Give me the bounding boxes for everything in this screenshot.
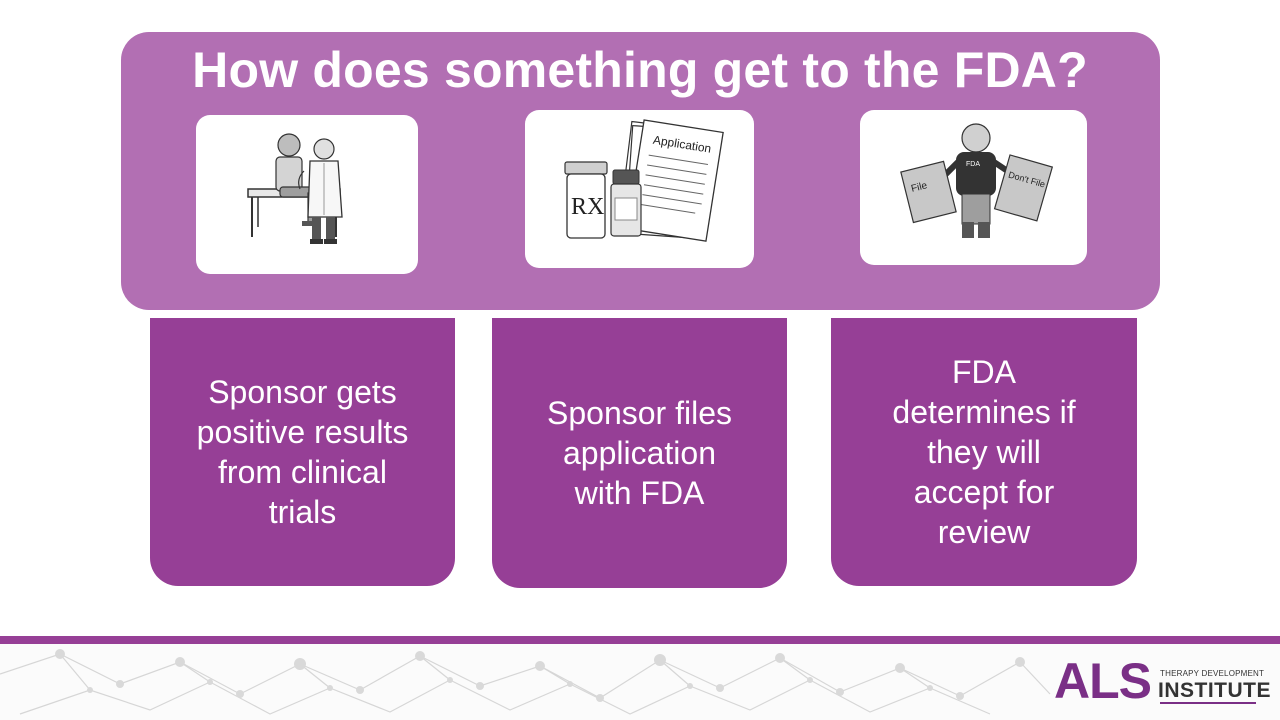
- logo-als-text: ALS: [1054, 653, 1152, 709]
- logo-underline: [1160, 702, 1256, 704]
- shirt-label: FDA: [966, 161, 980, 168]
- step-text-1: Sponsor gets positive results from clini…: [196, 374, 409, 530]
- application-documents-icon: Application RX: [564, 119, 724, 242]
- slide-title: How does something get to the FDA?: [192, 42, 1088, 98]
- clinical-trial-icon: [247, 133, 343, 244]
- step-text-3: FDA determines if they will accept for r…: [892, 354, 1076, 550]
- image-card-application: Application RX: [525, 110, 754, 268]
- file-label: File: [910, 180, 929, 195]
- logo-subtitle: THERAPY DEVELOPMENT: [1160, 669, 1265, 678]
- footer-network-pattern: [0, 644, 1280, 720]
- rx-label: RX: [571, 194, 604, 220]
- logo-institute: INSTITUTE: [1158, 679, 1271, 702]
- step-text-2: Sponsor files application with FDA: [547, 395, 732, 511]
- step-box-3: FDA determines if they will accept for r…: [831, 318, 1137, 586]
- network-pattern-icon: [0, 649, 1051, 715]
- step-box-1: Sponsor gets positive results from clini…: [150, 318, 455, 586]
- fda-review-icon: FDA File Don't File: [900, 123, 1054, 238]
- als-tdi-logo: ALS THERAPY DEVELOPMENT INSTITUTE: [1054, 653, 1271, 709]
- image-card-clinical-trial: [196, 115, 418, 274]
- footer-divider: [0, 636, 1280, 644]
- step-box-2: Sponsor files application with FDA: [492, 318, 787, 588]
- image-card-fda-review: FDA File Don't File: [860, 110, 1087, 265]
